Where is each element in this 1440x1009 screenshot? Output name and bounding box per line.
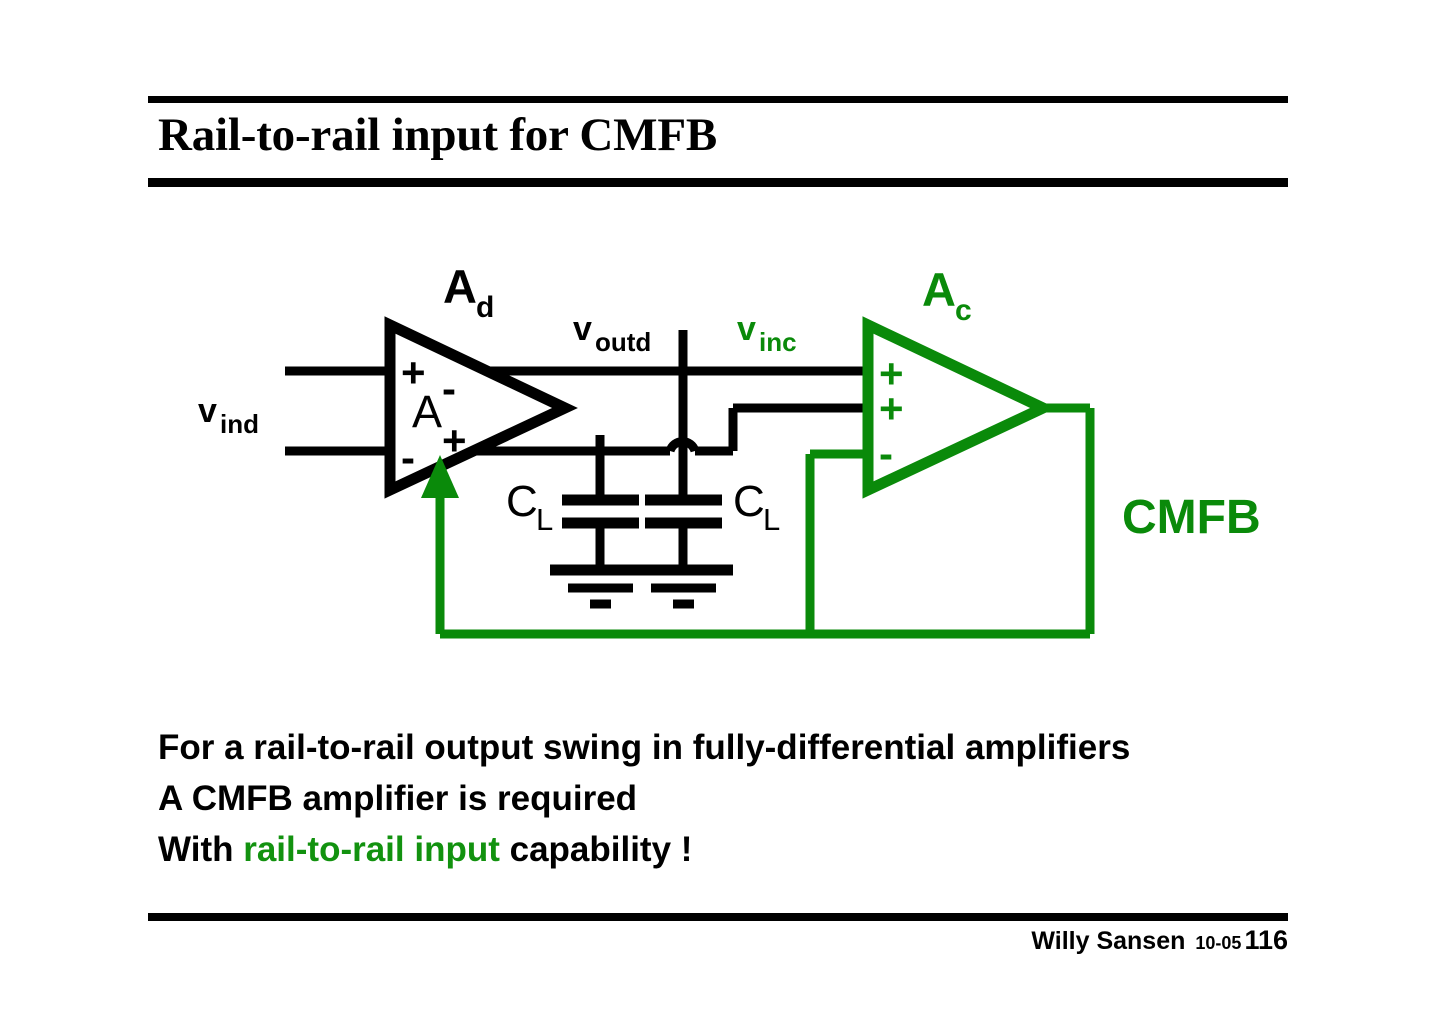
label-Ac-sub: c	[955, 294, 972, 327]
sign-diff-out-bottom: +	[442, 417, 467, 464]
sign-diff-out-top: -	[442, 365, 456, 412]
page-title: Rail-to-rail input for CMFB	[158, 109, 717, 161]
body-text-block: For a rail-to-rail output swing in fully…	[158, 722, 1318, 875]
label-A-inside: A	[412, 386, 442, 437]
wire-hop-icon	[665, 437, 700, 453]
capacitor-plates-group	[562, 494, 722, 529]
sign-diff-in-top: +	[401, 349, 426, 396]
sign-diff-in-bottom: -	[401, 434, 415, 481]
label-Ad-base: A	[443, 260, 477, 313]
body-line-3-post: capability !	[499, 830, 693, 869]
feedback-arrow-icon	[421, 455, 459, 498]
label-vinc-sub: inc	[759, 327, 797, 357]
label-Ac-base: A	[922, 263, 956, 316]
label-vind-base: v	[198, 392, 217, 430]
body-line-3-pre: With	[158, 830, 244, 869]
label-cap-left-sub: L	[536, 502, 553, 537]
green-feedback-wiring-group	[435, 403, 1095, 639]
cmfb-amplifier-symbol	[862, 316, 1056, 499]
label-voutd-sub: outd	[595, 327, 651, 357]
label-voutd-base: v	[573, 310, 592, 348]
footer-author: Willy Sansen	[1031, 927, 1186, 955]
footer-rule	[148, 913, 1288, 921]
footer-date: 10-05	[1195, 933, 1242, 953]
label-cap-left-base: C	[506, 477, 538, 526]
label-vinc-base: v	[737, 310, 756, 348]
label-cap-right-sub: L	[763, 502, 780, 537]
black-wiring-group	[285, 330, 868, 570]
body-line-3: With rail-to-rail input capability !	[158, 824, 1318, 875]
title-rule-top	[148, 96, 1288, 103]
body-line-2: A CMFB amplifier is required	[158, 779, 638, 818]
sign-cm-in-bottom: -	[879, 430, 893, 477]
label-cmfb: CMFB	[1122, 491, 1261, 544]
label-Ad-sub: d	[476, 291, 494, 324]
footer-page-number: 116	[1244, 925, 1288, 955]
ground-symbols-group	[550, 564, 733, 609]
body-line-3-highlight: rail-to-rail input	[243, 830, 500, 869]
label-cap-right-base: C	[733, 477, 765, 526]
cmfb-amplifier-circuit: A d A c A v ind v outd v inc C L C L CMF…	[150, 240, 1310, 670]
title-rule-bottom	[148, 178, 1288, 187]
sign-cm-in-top: +	[879, 350, 904, 397]
body-line-1: For a rail-to-rail output swing in fully…	[158, 728, 1131, 767]
label-vind-sub: ind	[220, 409, 259, 439]
differential-amplifier-symbol	[384, 316, 578, 499]
sign-cm-in-mid: +	[879, 385, 904, 432]
